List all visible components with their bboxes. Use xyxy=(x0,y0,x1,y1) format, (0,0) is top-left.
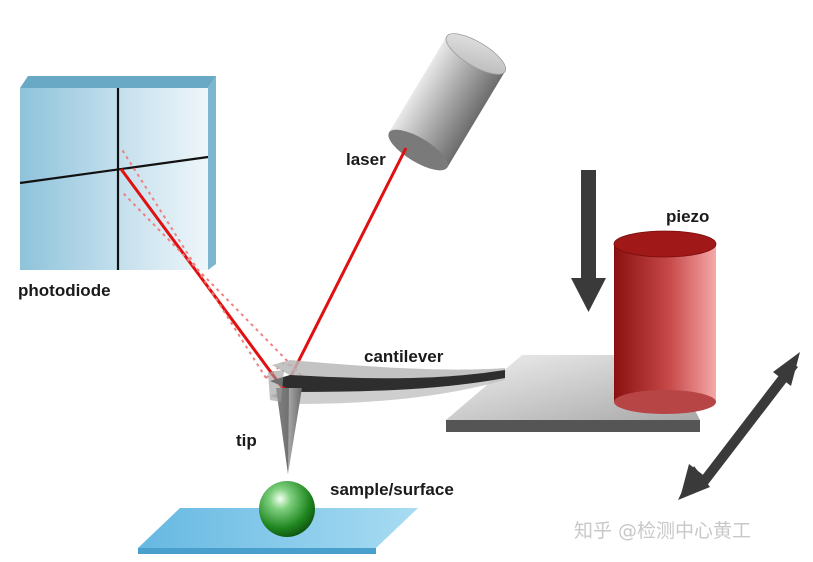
label-photodiode: photodiode xyxy=(18,281,111,300)
label-sample-surface: sample/surface xyxy=(330,480,454,499)
label-tip: tip xyxy=(236,431,257,450)
laser xyxy=(388,33,507,171)
label-cantilever: cantilever xyxy=(364,347,444,366)
piezo xyxy=(613,230,717,414)
cantilever-tip xyxy=(268,370,302,474)
cantilever xyxy=(270,360,505,404)
label-piezo: piezo xyxy=(666,207,709,226)
photodiode xyxy=(19,76,216,270)
double-arrow-icon xyxy=(678,352,800,500)
label-laser: laser xyxy=(346,150,386,169)
down-arrow-icon xyxy=(571,170,606,312)
watermark: 知乎 @检测中心黄工 xyxy=(574,520,751,542)
sample-sphere xyxy=(259,481,315,537)
